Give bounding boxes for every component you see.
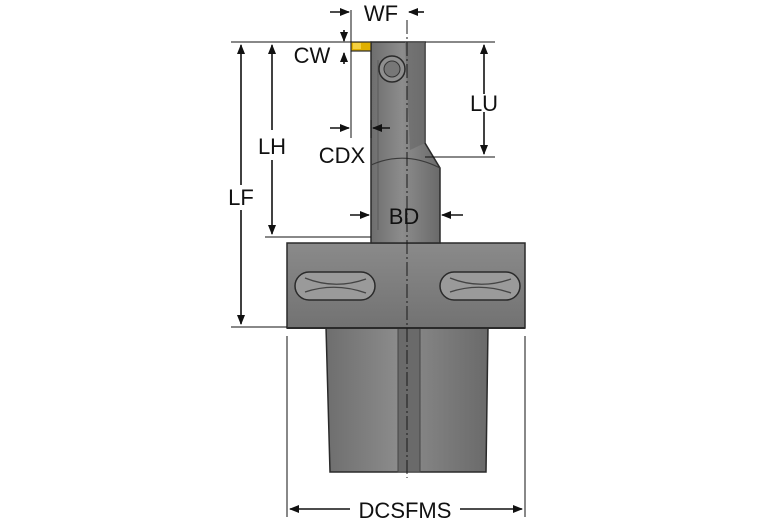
label-lf: LF — [228, 185, 254, 210]
label-dcsfms: DCSFMS — [359, 498, 452, 523]
label-lh: LH — [258, 134, 286, 159]
left-slot — [294, 271, 376, 301]
cutting-insert — [350, 41, 372, 52]
coolant-hole — [378, 55, 406, 83]
label-wf: WF — [364, 1, 398, 26]
right-slot — [439, 271, 521, 301]
label-lu: LU — [470, 91, 498, 116]
tool-body — [286, 20, 526, 478]
label-cdx: CDX — [319, 143, 366, 168]
extension-lines — [231, 10, 526, 517]
dimension-labels: WF CW LU LH CDX LF BD DCSFMS — [228, 1, 498, 523]
dimension-arrows — [237, 8, 523, 513]
label-cw: CW — [294, 43, 331, 68]
shank-groove — [397, 326, 421, 473]
label-bd: BD — [389, 204, 420, 229]
